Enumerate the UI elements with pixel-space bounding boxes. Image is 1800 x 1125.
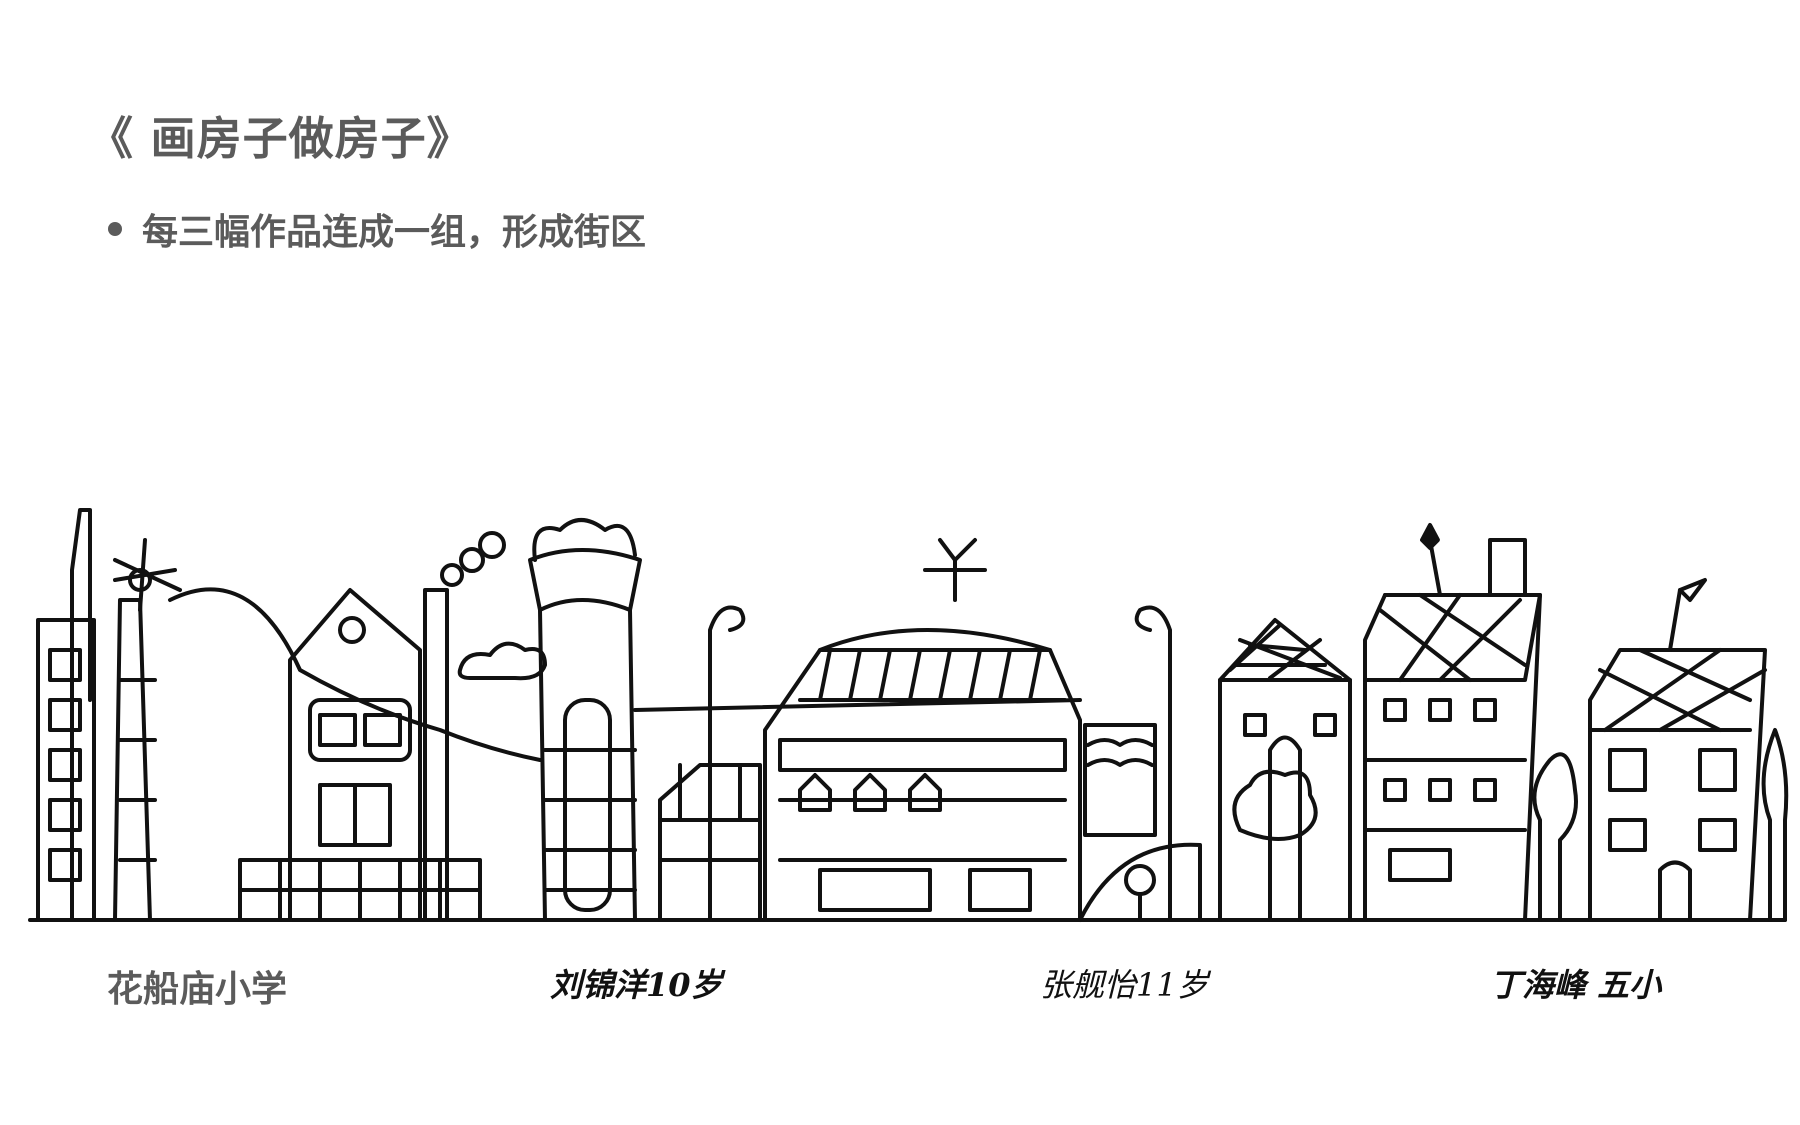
slide-title: 《 画房子做房子》 xyxy=(88,112,473,165)
school-caption: 花船庙小学 xyxy=(107,969,288,1010)
artist-caption-1: 刘锦洋10岁 xyxy=(550,966,723,1004)
artist-caption-3: 丁海峰 五小 xyxy=(1490,966,1662,1004)
drawing-group-2 xyxy=(633,538,1202,922)
street-drawing xyxy=(28,508,1789,922)
artist-caption-2: 张舰怡11岁 xyxy=(1040,966,1209,1004)
bullet-text: 每三幅作品连成一组，形成街区 xyxy=(142,212,647,253)
bullet-dot xyxy=(108,222,122,236)
drawing-group-3 xyxy=(1218,523,1789,922)
bullet-item: 每三幅作品连成一组，形成街区 xyxy=(108,203,646,255)
drawing-group-1 xyxy=(36,508,642,922)
